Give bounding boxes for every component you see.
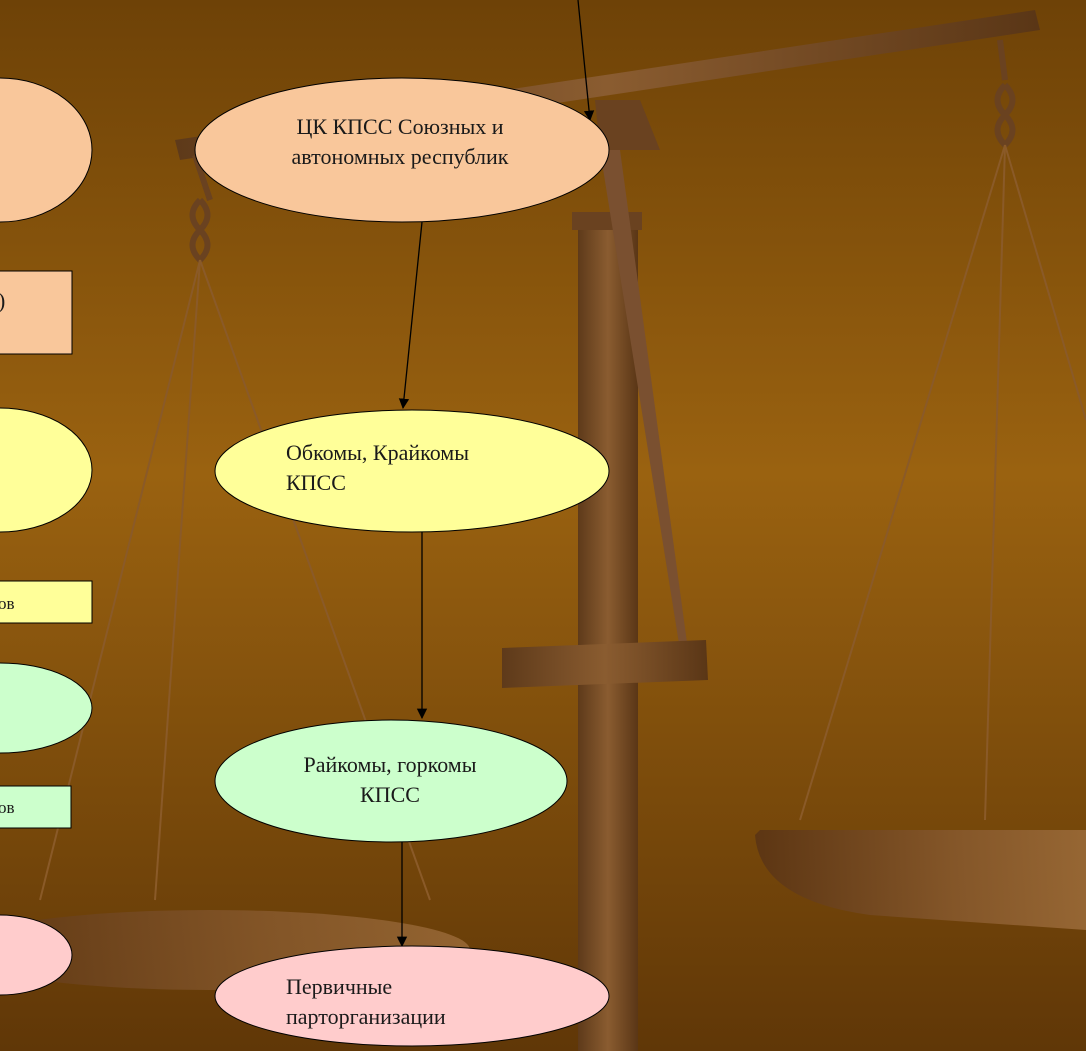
scale-crossbar — [502, 640, 708, 688]
left-box-green — [0, 785, 72, 829]
regional-committees-node — [214, 409, 610, 533]
left-box-peach-text: ) — [0, 288, 5, 314]
arrow-central-to-regional — [398, 221, 423, 410]
district-committees-line2: КПСС — [360, 782, 420, 807]
left-node-green — [0, 662, 93, 754]
right-string-2 — [984, 144, 1006, 821]
district-committees-label: Райкомы, горкомы КПСС — [240, 750, 540, 810]
right-string-3 — [1004, 144, 1086, 421]
central-committee-node — [194, 77, 610, 223]
regional-committees-label: Обкомы, Крайкомы КПСС — [286, 438, 586, 498]
central-committee-line1: ЦК КПСС Союзных и — [296, 114, 504, 139]
left-node-yellow — [0, 407, 93, 533]
central-committee-label: ЦК КПСС Союзных и автономных республик — [230, 112, 570, 172]
scale-bracket — [595, 100, 660, 150]
primary-organizations-line1: Первичные — [286, 974, 393, 999]
scale-post — [578, 215, 638, 1051]
primary-organizations-node — [214, 945, 610, 1047]
left-box-yellow — [0, 580, 93, 624]
left-box-green-text: ов — [0, 798, 15, 817]
left-node-pink — [0, 914, 73, 996]
left-node-peach — [0, 77, 93, 223]
primary-organizations-line2: парторганизации — [286, 1004, 446, 1029]
district-committees-node — [214, 719, 568, 843]
regional-committees-line2: КПСС — [286, 470, 346, 495]
left-string-2 — [154, 259, 201, 901]
primary-organizations-label: Первичные парторганизации — [286, 972, 586, 1030]
district-committees-line1: Райкомы, горкомы — [303, 752, 477, 777]
right-pan — [755, 830, 1086, 930]
left-box-peach — [0, 270, 73, 355]
central-committee-line2: автономных республик — [291, 144, 509, 169]
arrow-into-central-committee — [577, 0, 595, 122]
scale-needle — [600, 150, 688, 650]
left-box-yellow-text: ов — [0, 594, 15, 613]
regional-committees-line1: Обкомы, Крайкомы — [286, 440, 470, 465]
right-string-1 — [799, 144, 1006, 821]
